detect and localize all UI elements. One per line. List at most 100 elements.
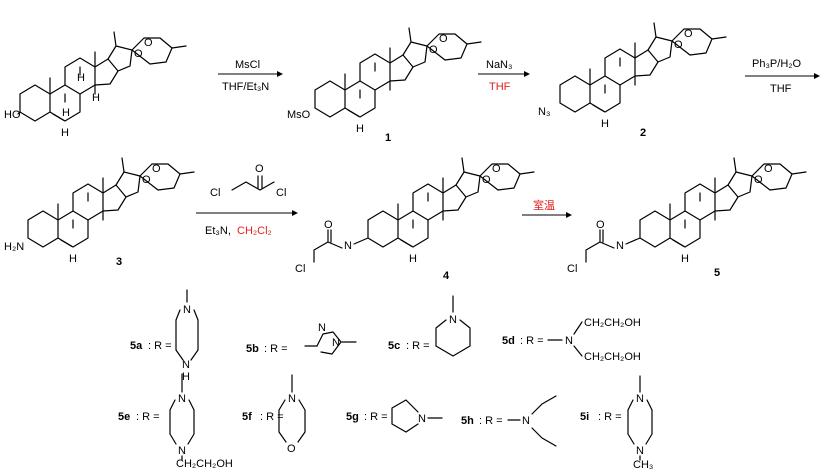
svg-text:N: N [449, 314, 457, 326]
svg-text:H: H [182, 371, 190, 383]
atom-h: H [601, 118, 609, 130]
atom-h: H [92, 92, 100, 104]
compound-5: N O Cl O O H [567, 157, 807, 275]
starting-material: HO O O H H H H [4, 31, 187, 139]
compound-label-5: 5 [714, 267, 720, 279]
atom-n: N [616, 240, 624, 252]
atom-o: O [754, 174, 763, 186]
reagent-3-bottom: THF [770, 83, 792, 95]
atom-h: H [356, 123, 364, 135]
svg-text:: R =: : R = [136, 411, 160, 423]
reagent-2-bottom: THF [489, 81, 511, 93]
svg-text:N: N [182, 359, 190, 371]
svg-text:CH₂CH₂OH: CH₂CH₂OH [584, 317, 641, 329]
atom-h2n: H₂N [4, 241, 24, 253]
svg-text:O: O [287, 443, 296, 455]
arrow-4: Cl O Cl Et₃N, CH₂Cl₂ [196, 163, 298, 237]
svg-text:N: N [418, 413, 426, 425]
arrow-1: MsCl THF/Et₃N [218, 59, 283, 93]
svg-text:CH₂CH₂OH: CH₂CH₂OH [584, 351, 641, 363]
compound-2: N₃ O O H [538, 22, 727, 130]
r-group-5c: 5c : R = N [388, 295, 471, 357]
atom-n3: N₃ [538, 106, 550, 118]
arrow-3: Ph₃P/H₂O THF [745, 58, 820, 95]
atom-o: O [152, 163, 161, 175]
atom-o: O [674, 39, 683, 51]
compound-label-3: 3 [116, 256, 122, 268]
compound-3: H₂N O O H [4, 157, 195, 265]
r-group-5d: 5d : R = N CH₂CH₂OH CH₂CH₂OH [502, 317, 641, 363]
svg-text:N: N [183, 304, 191, 316]
atom-cl: Cl [276, 187, 286, 199]
svg-text:N: N [318, 322, 326, 334]
r-group-5h: 5h : R = N [461, 395, 557, 447]
reagent-1-bottom: THF/Et₃N [222, 81, 269, 93]
atom-o: O [142, 174, 151, 186]
r-group-5e: 5e : R = N N CH₂CH₂OH [118, 373, 233, 470]
arrow-2: NaN₃ THF [478, 59, 530, 93]
atom-h: H [69, 253, 77, 265]
svg-text:CH₃: CH₃ [633, 459, 653, 471]
compound-label-1: 1 [385, 132, 391, 144]
atom-ho: HO [4, 109, 21, 121]
svg-text:: R =: : R = [260, 411, 284, 423]
svg-text:N: N [522, 415, 530, 427]
svg-text:N: N [288, 393, 296, 405]
svg-text:: R =: : R = [364, 411, 388, 423]
atom-h: H [681, 253, 689, 265]
svg-text:: R =: : R = [520, 335, 544, 347]
r-group-5i: 5i : R = N N CH₃ [580, 375, 653, 471]
svg-text:5a: 5a [130, 340, 143, 352]
atom-o: O [439, 33, 448, 45]
atom-cl: Cl [295, 263, 305, 275]
reagent-3-top: Ph₃P/H₂O [752, 58, 802, 70]
atom-n: N [344, 240, 352, 252]
atom-mso: MsO [287, 109, 311, 121]
atom-o: O [492, 163, 501, 175]
r-group-5g: 5g : R = N [346, 399, 443, 433]
svg-text:5c: 5c [388, 340, 400, 352]
r-group-5f: 5f : R = N O [242, 374, 306, 455]
reagent-4-bottom-b: CH₂Cl₂ [237, 225, 272, 237]
reagent-4-bottom-a: Et₃N, [205, 225, 231, 237]
r-group-5b: 5b : R = N N [246, 322, 357, 355]
atom-o: O [596, 219, 605, 231]
svg-text:5h: 5h [461, 415, 474, 427]
atom-o: O [684, 28, 693, 40]
svg-text:5f: 5f [242, 411, 252, 423]
svg-text:N: N [565, 335, 573, 347]
atom-o: O [764, 163, 773, 175]
atom-o: O [134, 48, 143, 60]
atom-cl: Cl [567, 263, 577, 275]
svg-text:N: N [332, 337, 340, 349]
svg-text:5i: 5i [580, 411, 589, 423]
svg-text:CH₂CH₂OH: CH₂CH₂OH [176, 458, 233, 470]
svg-text:N: N [178, 393, 186, 405]
atom-cl: Cl [210, 187, 220, 199]
atom-o: O [429, 44, 438, 56]
svg-text:N: N [178, 445, 186, 457]
atom-h: H [409, 253, 417, 265]
arrow-5: 室温 [522, 198, 572, 218]
compound-1: MsO O O H [287, 27, 482, 135]
reagent-1-top: MsCl [235, 59, 260, 71]
atom-o: O [255, 163, 264, 175]
svg-text:: R =: : R = [479, 415, 503, 427]
atom-h: H [61, 127, 69, 139]
atom-o: O [482, 174, 491, 186]
svg-text:5b: 5b [246, 343, 259, 355]
svg-text:5e: 5e [118, 411, 130, 423]
compound-4: N O Cl O O H [295, 157, 535, 275]
svg-text:N: N [636, 445, 644, 457]
svg-text:5d: 5d [502, 335, 515, 347]
reagent-5-top: 室温 [533, 198, 555, 212]
atom-o: O [144, 37, 153, 49]
r-group-5a: 5a : R = N N H [130, 289, 199, 383]
svg-text:: R =: : R = [406, 340, 430, 352]
atom-o: O [324, 219, 333, 231]
svg-text:N: N [636, 393, 644, 405]
svg-text:5g: 5g [346, 411, 359, 423]
atom-h: H [77, 72, 85, 84]
svg-text:: R =: : R = [148, 340, 172, 352]
